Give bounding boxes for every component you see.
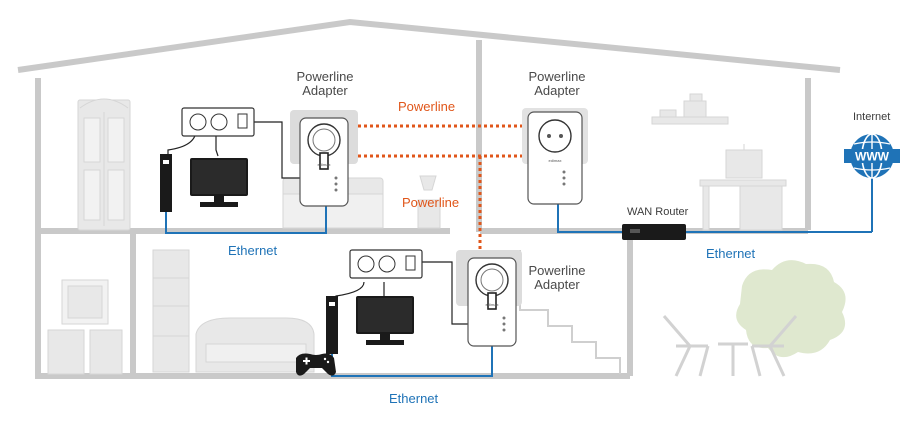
svg-text:edimax: edimax [486,302,499,307]
powerline-adapter-label-bottom: Powerline Adapter [528,263,586,293]
garden-furniture [662,315,798,377]
powerline-adapter-label-top-left: Powerline Adapter [296,69,354,99]
internet-label: Internet [853,111,891,123]
power-strip-icon [181,107,423,279]
tv-icon [190,158,414,345]
tower-pc-icon [160,154,338,354]
power-cords [167,121,470,325]
www-text: WWW [855,150,890,164]
svg-text:edimax: edimax [549,158,562,163]
furniture [47,93,846,377]
tree [736,260,846,358]
router-icon [622,224,686,240]
lamp [419,175,437,191]
globe-icon: WWW [844,133,900,179]
ethernet-label-right: Ethernet [706,246,756,261]
powerline-adapter-icon: edimax edimax edimax [290,108,588,347]
powerline-label-upper: Powerline [398,99,456,114]
gamepad-icon [296,353,336,376]
bookcase [152,249,190,373]
ethernet-cables [165,178,873,377]
wall-shelf [651,116,729,125]
desk [699,179,787,187]
powerline-label-lower: Powerline [402,195,460,210]
cabinet [47,329,85,375]
svg-text:edimax: edimax [318,162,331,167]
powerline-links [358,124,522,250]
wan-router-label: WAN Router [627,206,689,218]
ethernet-label-left: Ethernet [228,243,278,258]
ethernet-label-bottom: Ethernet [389,391,439,406]
powerline-adapter-label-top-right: Powerline Adapter [528,69,586,99]
